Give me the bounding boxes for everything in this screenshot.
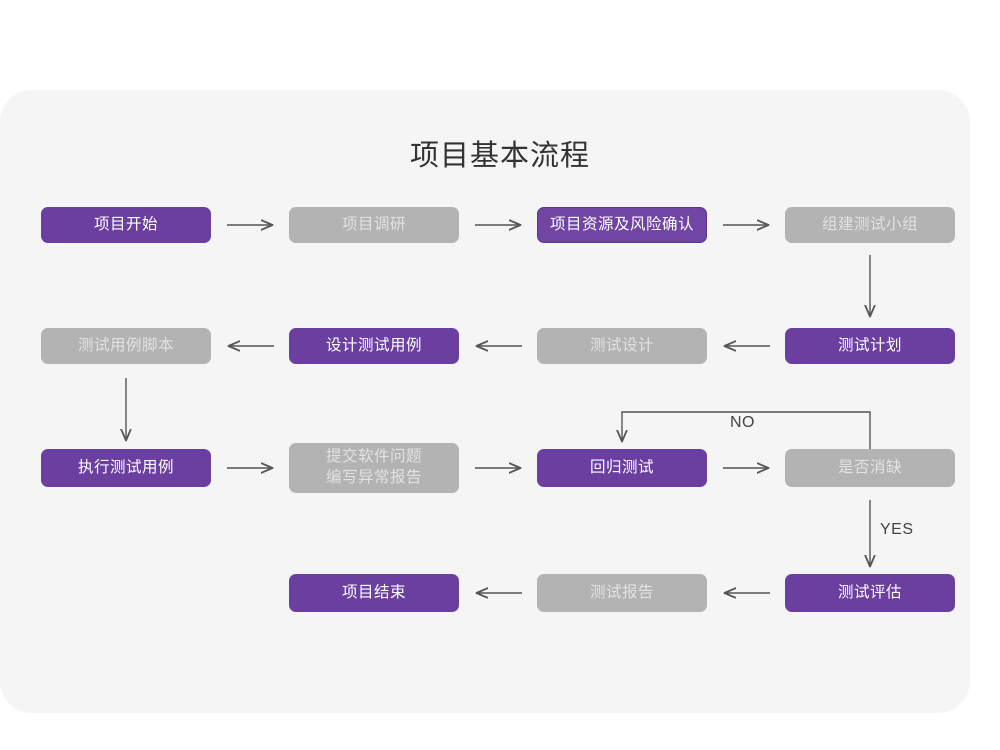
- flow-node-n10[interactable]: 提交软件问题编写异常报告: [289, 443, 459, 493]
- flow-node-n9[interactable]: 执行测试用例: [41, 449, 211, 487]
- flow-node-n4[interactable]: 组建测试小组: [785, 207, 955, 243]
- edge-label-yes: YES: [880, 521, 914, 538]
- flow-node-n13[interactable]: 项目结束: [289, 574, 459, 612]
- flow-node-n14[interactable]: 测试报告: [537, 574, 707, 612]
- flow-node-n11[interactable]: 回归测试: [537, 449, 707, 487]
- flow-node-n6[interactable]: 设计测试用例: [289, 328, 459, 364]
- flow-node-n8[interactable]: 测试计划: [785, 328, 955, 364]
- flow-node-n7[interactable]: 测试设计: [537, 328, 707, 364]
- edge-label-no: NO: [730, 414, 755, 431]
- flow-node-n12[interactable]: 是否消缺: [785, 449, 955, 487]
- flowchart-card: [0, 90, 970, 713]
- flow-node-n15[interactable]: 测试评估: [785, 574, 955, 612]
- page-title: 项目基本流程: [409, 140, 590, 172]
- flow-node-n1[interactable]: 项目开始: [41, 207, 211, 243]
- flow-node-n5[interactable]: 测试用例脚本: [41, 328, 211, 364]
- flow-node-n2[interactable]: 项目调研: [289, 207, 459, 243]
- flow-node-n3[interactable]: 项目资源及风险确认: [537, 207, 707, 243]
